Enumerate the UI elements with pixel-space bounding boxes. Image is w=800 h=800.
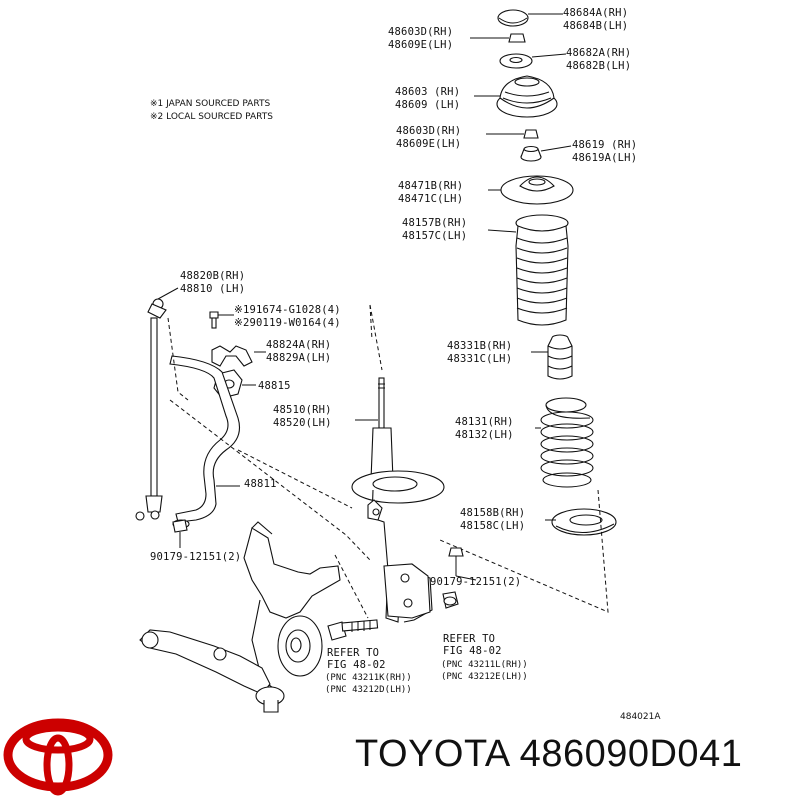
strut-support-48603	[496, 75, 558, 118]
label-90119: ※290119-W0164(4)	[234, 317, 341, 329]
label-48603d-mid-rh: 48603D(RH)	[396, 125, 461, 137]
label-48510-lh: 48520(LH)	[273, 417, 332, 429]
label-48157-rh: 48157B(RH)	[402, 217, 467, 229]
refer-right-line1: REFER TO	[443, 633, 495, 645]
label-48603-rh: 48603 (RH)	[395, 86, 460, 98]
label-48603d-top-lh: 48609E(LH)	[388, 39, 453, 51]
label-48619-rh: 48619 (RH)	[572, 139, 637, 151]
label-48603d-top-rh: 48603D(RH)	[388, 26, 453, 38]
diagram-id: 484021A	[620, 712, 661, 722]
coil-spring-48131	[540, 397, 594, 488]
washer-48682	[499, 53, 533, 69]
nut-90179-left	[172, 519, 188, 533]
spring-upper-seat-48471	[500, 175, 574, 205]
spring-insulator-48158	[551, 508, 617, 536]
label-90179-right: 90179-12151(2)	[430, 576, 521, 588]
refer-left-line2: FIG 48-02	[327, 659, 386, 671]
stabilizer-bracket-48824	[211, 345, 253, 367]
label-48158-rh: 48158B(RH)	[460, 507, 525, 519]
label-48603d-mid-lh: 48609E(LH)	[396, 138, 461, 150]
label-48820-lh: 48810 (LH)	[180, 283, 245, 295]
bolt-left	[327, 619, 379, 641]
bump-stopper-48331	[547, 334, 573, 380]
toyota-logo-icon	[3, 718, 113, 796]
refer-left-line4: (PNC 43212D(LH))	[325, 685, 412, 695]
label-48471-lh: 48471C(LH)	[398, 193, 463, 205]
label-48471-rh: 48471B(RH)	[398, 180, 463, 192]
nut-90179-right	[448, 547, 464, 557]
bushing-48619	[520, 145, 542, 162]
refer-left-line1: REFER TO	[327, 647, 379, 659]
label-48331-lh: 48331C(LH)	[447, 353, 512, 365]
shock-absorber-48510	[351, 377, 445, 623]
refer-right-line4: (PNC 43212E(LH))	[441, 672, 528, 682]
label-48603-lh: 48609 (LH)	[395, 99, 460, 111]
label-48157-lh: 48157C(LH)	[402, 230, 467, 242]
label-48131-lh: 48132(LH)	[455, 429, 514, 441]
label-91674: ※191674-G1028(4)	[234, 304, 341, 316]
refer-right-line2: FIG 48-02	[443, 645, 502, 657]
note-local-sourced: ※2 LOCAL SOURCED PARTS	[150, 112, 273, 122]
note-japan-sourced: ※1 JAPAN SOURCED PARTS	[150, 99, 270, 109]
label-48131-rh: 48131(RH)	[455, 416, 514, 428]
refer-right-line3: (PNC 43211L(RH))	[441, 660, 528, 670]
label-90179-left: 90179-12151(2)	[150, 551, 241, 563]
label-48815: 48815	[258, 380, 291, 392]
stabilizer-link-48820	[135, 298, 167, 521]
label-48684-lh: 48684B(LH)	[563, 20, 628, 32]
nut-48603d-mid	[523, 129, 539, 139]
bolt-91674	[209, 311, 219, 329]
label-48824-lh: 48829A(LH)	[266, 352, 331, 364]
lower-control-arm	[139, 629, 285, 713]
label-48619-lh: 48619A(LH)	[572, 152, 637, 164]
label-48682-rh: 48682A(RH)	[566, 47, 631, 59]
refer-left-line3: (PNC 43211K(RH))	[325, 673, 412, 683]
brand-part-number-caption: TOYOTA 486090D041	[355, 733, 743, 775]
label-48824-rh: 48824A(RH)	[266, 339, 331, 351]
label-48331-rh: 48331B(RH)	[447, 340, 512, 352]
steering-knuckle	[243, 521, 341, 691]
strut-mount-cap-48684	[497, 9, 529, 27]
label-48684-rh: 48684A(RH)	[563, 7, 628, 19]
dust-boot-48157	[515, 214, 569, 326]
label-48682-lh: 48682B(LH)	[566, 60, 631, 72]
label-48811: 48811	[244, 478, 277, 490]
nut-48603d-top	[508, 33, 526, 43]
label-48820-rh: 48820B(RH)	[180, 270, 245, 282]
label-48510-rh: 48510(RH)	[273, 404, 332, 416]
label-48158-lh: 48158C(LH)	[460, 520, 525, 532]
bolt-right	[442, 591, 459, 609]
